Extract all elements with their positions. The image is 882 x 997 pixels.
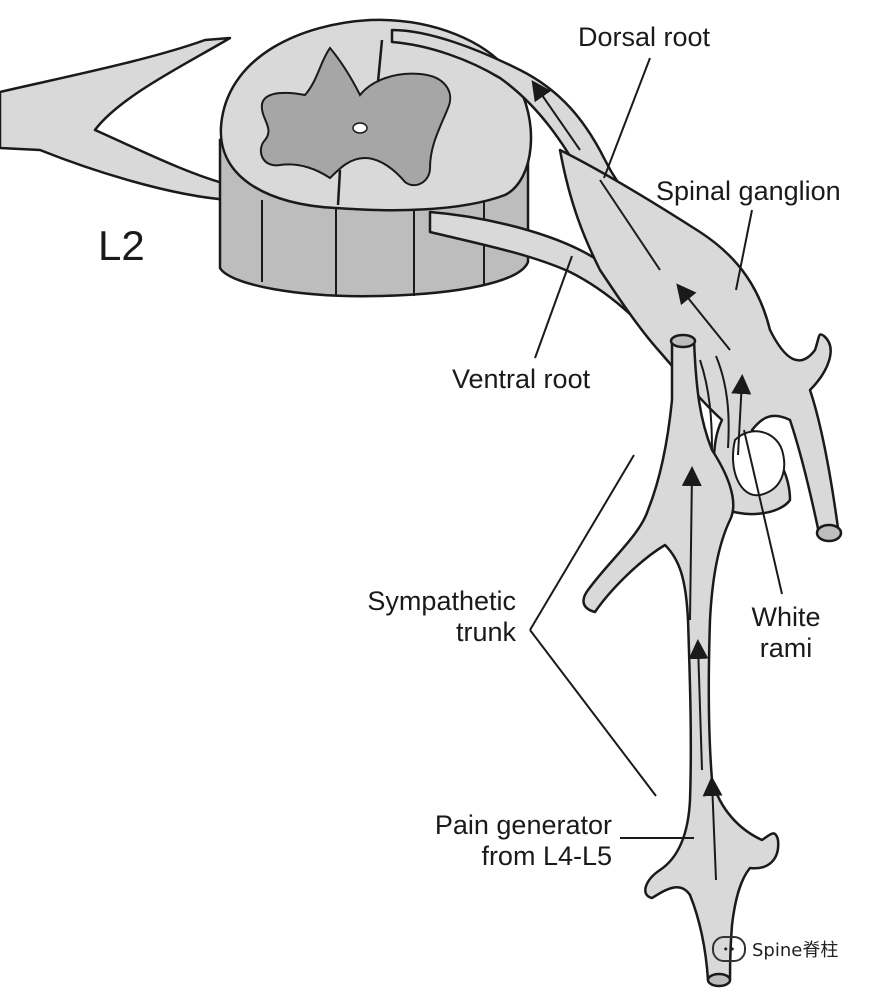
leader-ventral-root bbox=[534, 255, 573, 359]
label-dorsal-root: Dorsal root bbox=[578, 22, 711, 52]
label-white-rami-line1: White bbox=[751, 602, 821, 632]
label-pain-generator-line1: Pain generator bbox=[434, 810, 612, 840]
left-nerve-roots bbox=[0, 36, 232, 202]
leader-sympathetic-trunk-lower bbox=[529, 629, 657, 797]
label-white-rami: White rami bbox=[740, 602, 832, 664]
sympathetic-trunk bbox=[582, 338, 780, 982]
label-sympathetic-trunk-line1: Sympathetic bbox=[367, 586, 516, 616]
white-rami bbox=[699, 355, 730, 451]
watermark-text: Spine脊柱 bbox=[752, 940, 839, 961]
spinal-ganglion bbox=[558, 148, 840, 540]
label-white-rami-line2: rami bbox=[759, 633, 813, 664]
watermark: •• Spine脊柱 bbox=[712, 936, 838, 962]
label-ventral-root: Ventral root bbox=[452, 364, 591, 394]
gray-matter bbox=[260, 46, 452, 187]
label-pain-generator: Pain generator from L4-L5 bbox=[382, 810, 612, 872]
level-label: L2 bbox=[98, 222, 145, 269]
leader-dorsal-root bbox=[603, 57, 651, 179]
leader-sympathetic-trunk-upper bbox=[529, 454, 635, 631]
label-sympathetic-trunk: Sympathetic trunk bbox=[326, 586, 516, 648]
label-spinal-ganglion: Spinal ganglion bbox=[656, 176, 841, 206]
leader-white-rami bbox=[743, 429, 783, 595]
label-pain-generator-line2: from L4-L5 bbox=[481, 841, 612, 872]
label-sympathetic-trunk-line2: trunk bbox=[455, 617, 516, 648]
leader-spinal-ganglion bbox=[735, 209, 753, 291]
wechat-icon: •• bbox=[712, 936, 746, 962]
